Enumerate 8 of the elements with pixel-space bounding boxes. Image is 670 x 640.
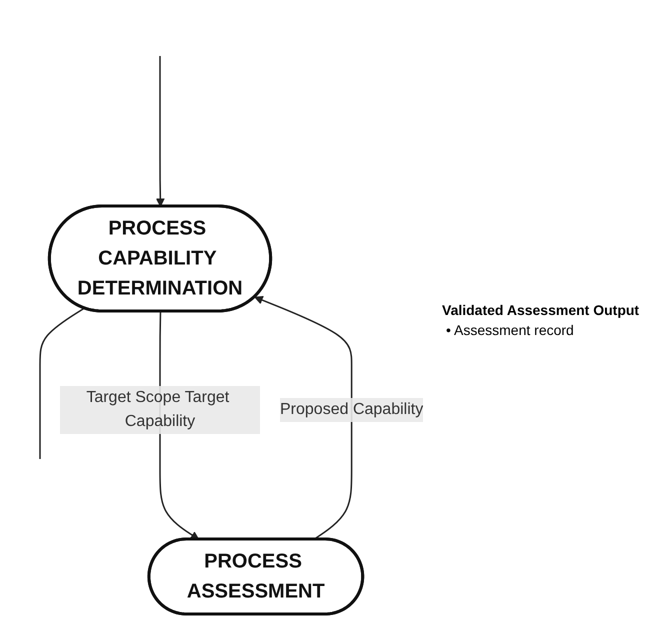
output-heading: Validated Assessment Output [442,302,640,318]
arrow [156,56,166,207]
edge-label: Target Scope Target Capability [86,389,230,430]
arrow [254,296,353,540]
process-ellipse: PROCESS ASSESSMENT [148,538,365,616]
list-item: • Assessment record [446,322,575,338]
process-ellipse: PROCESS CAPABILITY DETERMINATION [48,204,272,312]
edge-label: Proposed Capability [280,401,424,418]
